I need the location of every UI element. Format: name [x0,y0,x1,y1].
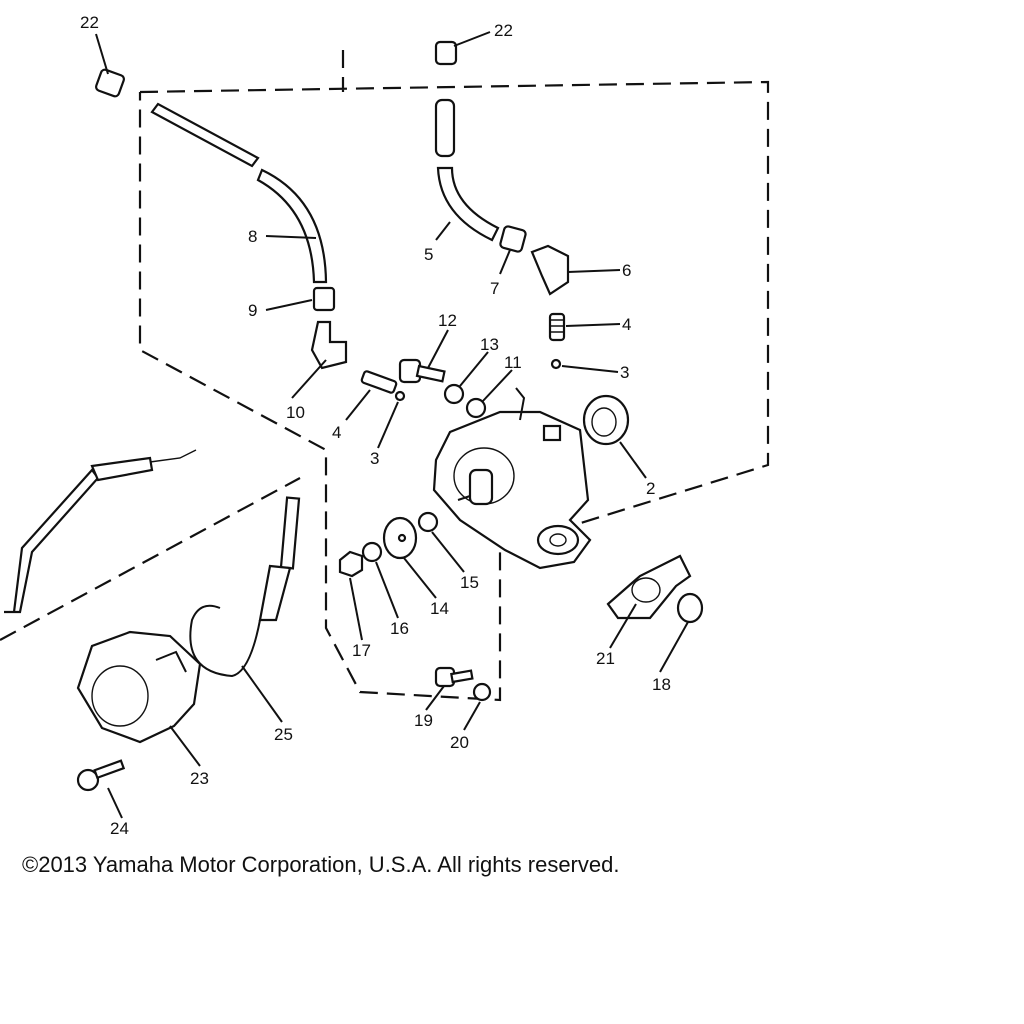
washer-18 [676,592,704,624]
copyright-notice: ©2013 Yamaha Motor Corporation, U.S.A. A… [22,852,620,877]
oil-seal-2 [582,394,630,446]
callout-25: 25 [274,725,293,744]
callout-19: 19 [414,711,433,730]
washer-16 [361,541,383,563]
bolt-12 [398,358,446,384]
elbow-fitting-10 [310,320,348,370]
callout-4-right: 4 [622,315,631,334]
callout-20: 20 [450,733,469,752]
callout-23: 23 [190,769,209,788]
leader-lines [95,31,689,819]
callout-2: 2 [646,479,655,498]
callout-18: 18 [652,675,671,694]
callout-6: 6 [622,261,631,280]
callout-17: 17 [352,641,371,660]
clamp-7 [499,225,527,253]
callout-15: 15 [460,573,479,592]
clamp-9 [312,286,336,312]
fitting-6 [530,244,570,296]
callout-22-center: 22 [494,21,513,40]
callout-labels: 22 22 8 9 10 5 7 6 12 13 11 4 3 4 3 2 15… [80,13,671,838]
gasket-21 [606,554,692,620]
callout-4-left: 4 [332,423,341,442]
callout-16: 16 [390,619,409,638]
callout-3-right: 3 [620,363,629,382]
washer-11 [465,397,487,419]
assembly-boundary [0,50,770,702]
callout-8: 8 [248,227,257,246]
nut-17 [338,550,364,578]
callout-9: 9 [248,301,257,320]
callout-5: 5 [424,245,433,264]
callout-12: 12 [438,311,457,330]
gear-14 [382,516,418,560]
spring-4-left [360,370,398,394]
callout-7: 7 [490,279,499,298]
bolt-19 [434,666,474,688]
callout-13: 13 [480,335,499,354]
cover-23 [76,630,202,744]
clip-22-left [94,68,126,98]
screw-24 [76,759,126,792]
cable-25 [189,496,301,678]
callout-14: 14 [430,599,449,618]
spring-4-right [548,312,566,342]
washer-15 [417,511,439,533]
clip-22-center [434,40,458,66]
ball-3-right [550,358,562,370]
control-cable [4,449,197,614]
oil-pump-body [432,387,592,570]
ball-3-left [394,390,406,402]
callout-10: 10 [286,403,305,422]
callout-3-left: 3 [370,449,379,468]
hose-5 [436,166,500,242]
callout-22-left: 22 [80,13,99,32]
washer-20 [472,682,492,702]
callout-21: 21 [596,649,615,668]
callout-24: 24 [110,819,129,838]
hose-8 [150,102,328,284]
callout-11: 11 [504,353,522,372]
washer-13 [443,383,465,405]
hose-top [434,98,456,158]
